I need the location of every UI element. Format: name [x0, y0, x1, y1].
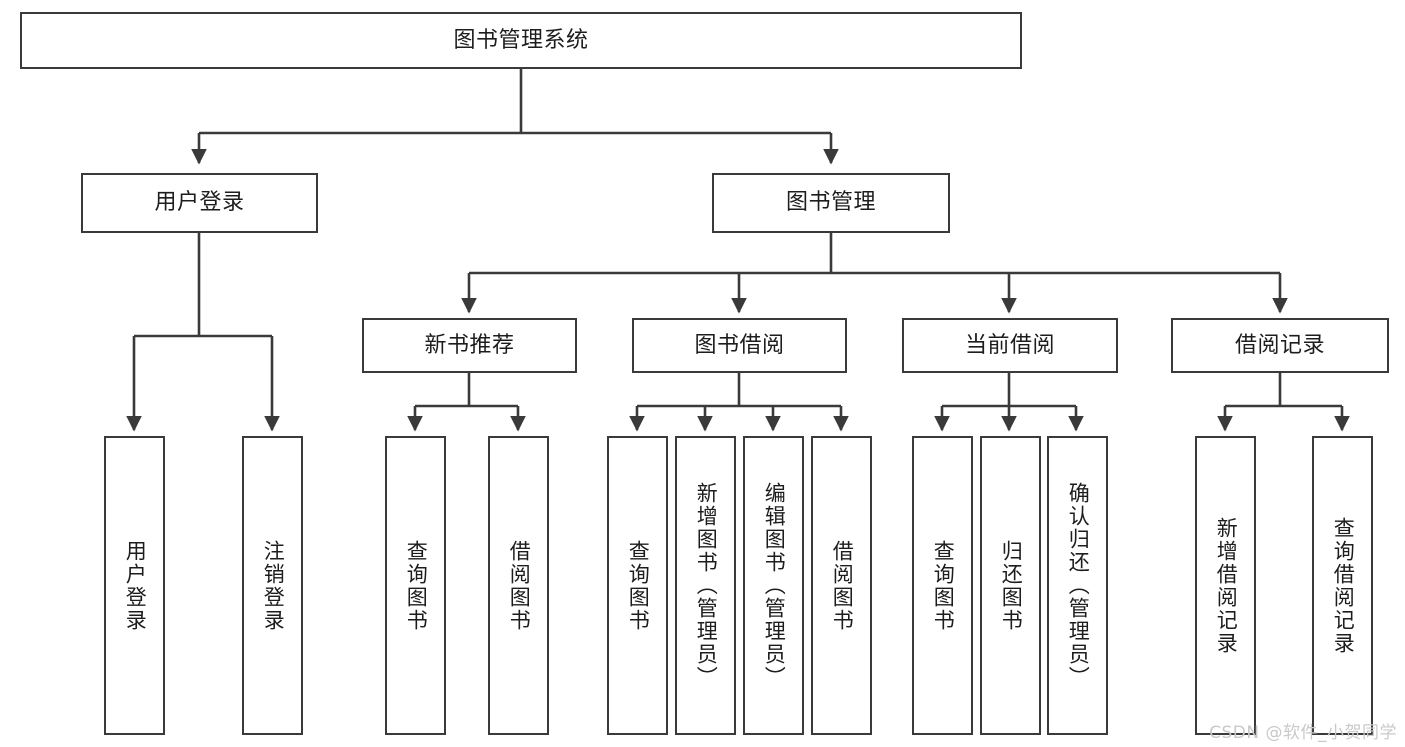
- leaf-borrow-query-book[interactable]: 查询图书: [607, 436, 668, 735]
- leaf-current-return-book-label: 归还图书: [999, 539, 1024, 632]
- node-new-book-rec[interactable]: 新书推荐: [362, 318, 577, 373]
- node-book-manage[interactable]: 图书管理: [712, 173, 950, 233]
- leaf-user-logout[interactable]: 注销登录: [242, 436, 303, 735]
- node-borrow-record-label: 借阅记录: [1234, 332, 1325, 358]
- node-borrow-record[interactable]: 借阅记录: [1171, 318, 1389, 373]
- node-root[interactable]: 图书管理系统: [20, 12, 1022, 69]
- leaf-user-login-label: 用户登录: [123, 539, 148, 632]
- leaf-user-login[interactable]: 用户登录: [104, 436, 165, 735]
- leaf-borrow-lend-book-label: 借阅图书: [830, 539, 855, 632]
- leaf-borrow-add-book[interactable]: 新增图书（管理员）: [675, 436, 736, 735]
- leaf-current-return-book[interactable]: 归还图书: [980, 436, 1041, 735]
- node-book-borrow[interactable]: 图书借阅: [632, 318, 847, 373]
- leaf-current-confirm-return[interactable]: 确认归还（管理员）: [1047, 436, 1108, 735]
- leaf-current-query-book[interactable]: 查询图书: [912, 436, 973, 735]
- leaf-record-add-label: 新增借阅记录: [1214, 516, 1239, 655]
- leaf-current-confirm-return-label: 确认归还（管理员）: [1066, 482, 1091, 689]
- leaf-borrow-query-book-label: 查询图书: [626, 539, 651, 632]
- leaf-borrow-lend-book[interactable]: 借阅图书: [811, 436, 872, 735]
- node-current-borrow[interactable]: 当前借阅: [902, 318, 1118, 373]
- node-user-login[interactable]: 用户登录: [81, 173, 318, 233]
- node-user-login-label: 用户登录: [154, 190, 245, 216]
- leaf-rec-query-book-label: 查询图书: [404, 539, 429, 632]
- node-current-borrow-label: 当前借阅: [964, 332, 1055, 358]
- leaf-user-logout-label: 注销登录: [261, 539, 286, 632]
- leaf-rec-borrow-book-label: 借阅图书: [507, 539, 532, 632]
- leaf-record-add[interactable]: 新增借阅记录: [1195, 436, 1256, 735]
- node-new-book-rec-label: 新书推荐: [424, 332, 515, 358]
- leaf-record-search-label: 查询借阅记录: [1331, 516, 1356, 655]
- leaf-borrow-edit-book-label: 编辑图书（管理员）: [762, 482, 787, 689]
- leaf-rec-borrow-book[interactable]: 借阅图书: [488, 436, 549, 735]
- csdn-watermark: CSDN @软件_小贺同学: [1209, 723, 1397, 743]
- leaf-borrow-add-book-label: 新增图书（管理员）: [694, 482, 719, 689]
- leaf-current-query-book-label: 查询图书: [931, 539, 956, 632]
- leaf-record-search[interactable]: 查询借阅记录: [1312, 436, 1373, 735]
- node-book-borrow-label: 图书借阅: [694, 332, 785, 358]
- node-root-label: 图书管理系统: [453, 27, 589, 53]
- leaf-borrow-edit-book[interactable]: 编辑图书（管理员）: [743, 436, 804, 735]
- leaf-rec-query-book[interactable]: 查询图书: [385, 436, 446, 735]
- node-book-manage-label: 图书管理: [785, 190, 876, 216]
